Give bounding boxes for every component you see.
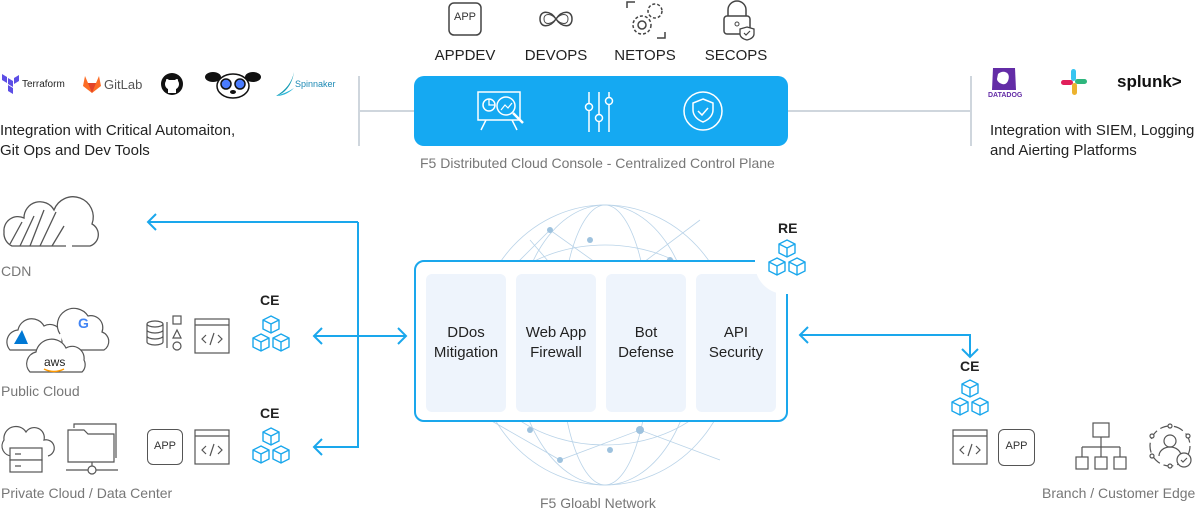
branch-ce-cubes-icon (951, 379, 989, 416)
left-integration-text: Integration with Critical Automaiton, Gi… (0, 122, 236, 159)
code-window-icon (194, 318, 230, 354)
cdn-link-line (148, 221, 359, 448)
svg-text:aws: aws (44, 355, 65, 369)
slack-logo (1060, 68, 1088, 101)
console-caption: F5 Distributed Cloud Console - Centraliz… (420, 155, 775, 171)
cdn-label: CDN (1, 263, 32, 279)
network-caption: F5 Gloabl Network (540, 495, 656, 511)
database-shapes-icon (146, 315, 182, 351)
private-cloud-ce-label: CE (260, 405, 280, 421)
private-code-window-icon (194, 429, 230, 465)
dog-mascot-logo (205, 70, 261, 105)
role-label-secops: SECOPS (704, 47, 768, 64)
public-cloud-label: Public Cloud (1, 383, 80, 399)
branch-app-icon: APP (998, 429, 1035, 466)
cdn-arrowhead (146, 213, 157, 231)
public-cloud-arrowhead (312, 327, 323, 345)
datadog-logo: DATADOG (988, 66, 1022, 99)
console-bar (414, 76, 788, 146)
lock-shield-icon (720, 0, 756, 45)
private-cloud-server-icon (1, 425, 55, 473)
analytics-icon (476, 90, 532, 137)
private-cloud-ce-cubes-icon (252, 427, 290, 464)
terraform-logo: Terraform (2, 74, 65, 101)
role-label-netops: NETOPS (614, 47, 676, 64)
user-network-check-icon (1149, 423, 1192, 469)
right-bracket-line (970, 76, 972, 146)
network-folder-icon (66, 423, 118, 475)
gears-icon (625, 0, 667, 45)
branch-down-arrowhead (961, 348, 979, 359)
spinnaker-logo: Spinnaker (274, 72, 336, 103)
branch-left-arrowhead (798, 326, 809, 344)
role-label-appdev: APPDEV (434, 47, 496, 64)
github-logo (160, 72, 184, 101)
branch-link-line (800, 334, 971, 356)
private-cloud-arrowhead (312, 438, 323, 456)
left-connector-line (358, 110, 414, 112)
private-cloud-label: Private Cloud / Data Center (1, 485, 173, 501)
svg-text:G: G (78, 315, 89, 331)
branch-label: Branch / Customer Edge (1042, 485, 1196, 501)
role-label-devops: DEVOPS (524, 47, 588, 64)
right-connector-line (788, 110, 970, 112)
branch-code-window-icon (952, 429, 988, 465)
gitlab-logo: GitLab (82, 74, 142, 99)
branch-ce-label: CE (960, 358, 980, 374)
org-hierarchy-icon (1075, 422, 1127, 470)
cdn-cloud-icon (3, 196, 99, 247)
public-cloud-icon: G aws (6, 307, 110, 373)
app-icon: APP (448, 2, 482, 41)
re-label: RE (778, 220, 798, 236)
panel-arrowhead (397, 327, 408, 345)
sliders-icon (584, 90, 614, 139)
right-integration-text: Integration with SIEM, Logging and Aiert… (990, 122, 1195, 159)
public-cloud-ce-cubes-icon (252, 315, 290, 352)
public-cloud-ce-label: CE (260, 292, 280, 308)
private-cloud-app-icon: APP (147, 429, 183, 465)
shield-check-icon (682, 90, 724, 137)
re-cubes-icon (768, 239, 806, 276)
splunk-logo: splunk> (1117, 72, 1182, 91)
infinity-icon (536, 6, 576, 37)
